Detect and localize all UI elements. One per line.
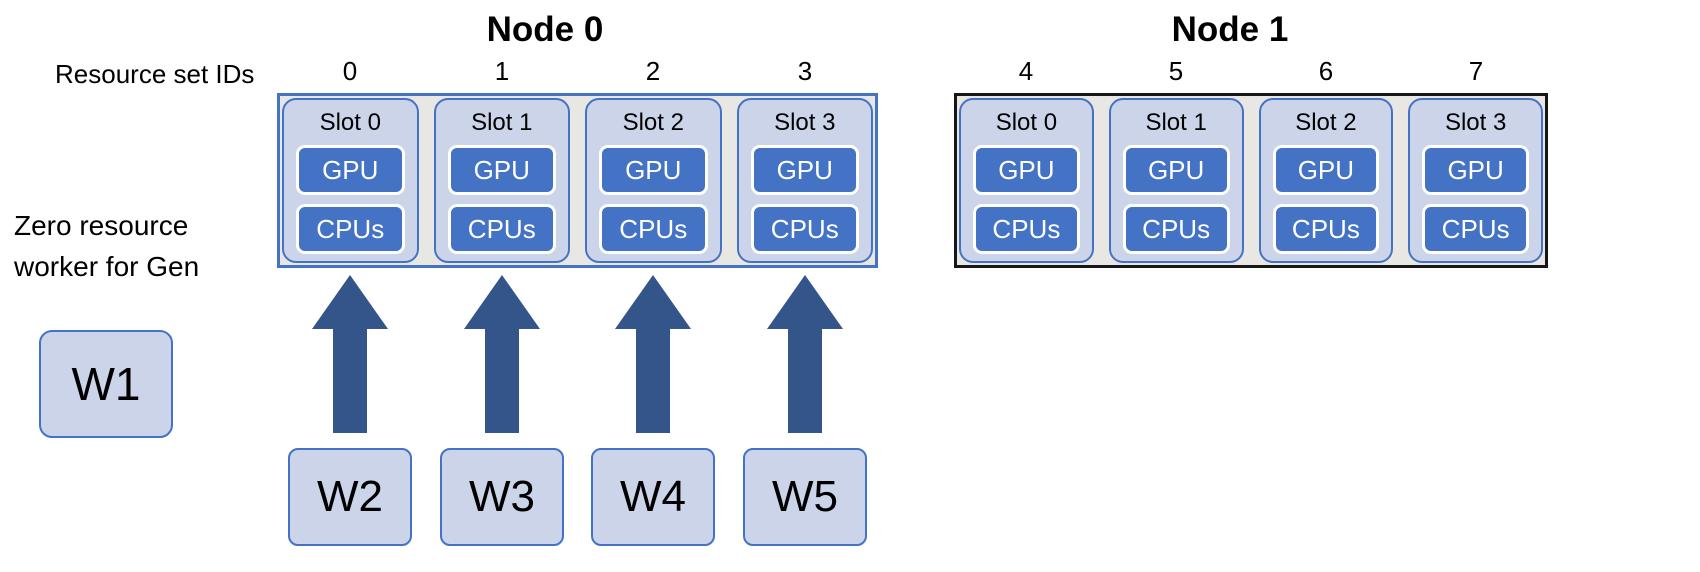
- cpus-chip: CPUs: [296, 204, 405, 254]
- slot-label: Slot 1: [471, 109, 533, 136]
- slot-chips: GPU CPUs: [1422, 145, 1529, 254]
- node0-slot-2: Slot 2 GPU CPUs: [585, 98, 722, 263]
- slot-chips: GPU CPUs: [1272, 145, 1380, 254]
- slot-chips: GPU CPUs: [296, 145, 405, 254]
- node1-slot-2: Slot 2 GPU CPUs: [1258, 98, 1394, 263]
- up-arrow-icon: [312, 275, 388, 433]
- resource-set-id-0: 0: [342, 56, 358, 86]
- node0-title: Node 0: [486, 10, 604, 49]
- gpu-chip: GPU: [1122, 145, 1230, 195]
- slot-label: Slot 0: [319, 109, 381, 136]
- slot-chips: GPU CPUs: [447, 145, 556, 254]
- up-arrow-icon: [464, 275, 540, 433]
- slot-chips: GPU CPUs: [750, 145, 859, 254]
- node1-title: Node 1: [1171, 10, 1289, 49]
- node1-slot-0: Slot 0 GPU CPUs: [959, 98, 1094, 263]
- resource-set-id-6: 6: [1318, 56, 1334, 86]
- slot-label: Slot 1: [1145, 109, 1207, 136]
- gpu-chip: GPU: [599, 145, 708, 195]
- up-arrow-icon: [767, 275, 843, 433]
- slot-label: Slot 3: [1444, 109, 1507, 136]
- node0-box: Slot 0 GPU CPUs Slot 1 GPU CPUs Slot 2 G…: [277, 93, 878, 268]
- gpu-chip: GPU: [1272, 145, 1380, 195]
- cpus-chip: CPUs: [973, 204, 1080, 254]
- node0-slot-3: Slot 3 GPU CPUs: [736, 98, 873, 263]
- worker-box-w4: W4: [591, 448, 715, 546]
- worker-box-w2: W2: [288, 448, 412, 546]
- resource-set-id-5: 5: [1168, 56, 1184, 86]
- slot-label: Slot 3: [774, 109, 836, 136]
- resource-set-id-1: 1: [494, 56, 510, 86]
- slot-chips: GPU CPUs: [1122, 145, 1230, 254]
- cpus-chip: CPUs: [1272, 204, 1380, 254]
- node1-slot-3: Slot 3 GPU CPUs: [1408, 98, 1543, 263]
- gpu-chip: GPU: [973, 145, 1080, 195]
- cpus-chip: CPUs: [750, 204, 859, 254]
- slot-chips: GPU CPUs: [973, 145, 1080, 254]
- node1-slot-1: Slot 1 GPU CPUs: [1108, 98, 1244, 263]
- gpu-chip: GPU: [750, 145, 859, 195]
- node0-slot-0: Slot 0 GPU CPUs: [282, 98, 419, 263]
- cpus-chip: CPUs: [1122, 204, 1230, 254]
- up-arrow-icon: [615, 275, 691, 433]
- resource-set-id-3: 3: [797, 56, 813, 86]
- resource-set-ids-label: Resource set IDs: [55, 59, 255, 89]
- resource-set-id-2: 2: [645, 56, 661, 86]
- cpus-chip: CPUs: [447, 204, 556, 254]
- node1-box: Slot 0 GPU CPUs Slot 1 GPU CPUs Slot 2 G…: [954, 93, 1548, 268]
- worker-box-w5: W5: [743, 448, 867, 546]
- resource-set-id-4: 4: [1018, 56, 1034, 86]
- slot-label: Slot 2: [622, 109, 684, 136]
- slot-chips: GPU CPUs: [599, 145, 708, 254]
- slot-label: Slot 2: [1295, 109, 1357, 136]
- gpu-chip: GPU: [1422, 145, 1529, 195]
- worker-box-w3: W3: [440, 448, 564, 546]
- worker-box-w1: W1: [39, 330, 173, 438]
- gpu-chip: GPU: [447, 145, 556, 195]
- gpu-chip: GPU: [296, 145, 405, 195]
- node0-slot-1: Slot 1 GPU CPUs: [433, 98, 570, 263]
- resource-set-id-7: 7: [1468, 56, 1484, 86]
- zero-resource-worker-label: Zero resource worker for Gen: [14, 210, 200, 282]
- cpus-chip: CPUs: [599, 204, 708, 254]
- slot-label: Slot 0: [995, 109, 1058, 136]
- cpus-chip: CPUs: [1422, 204, 1529, 254]
